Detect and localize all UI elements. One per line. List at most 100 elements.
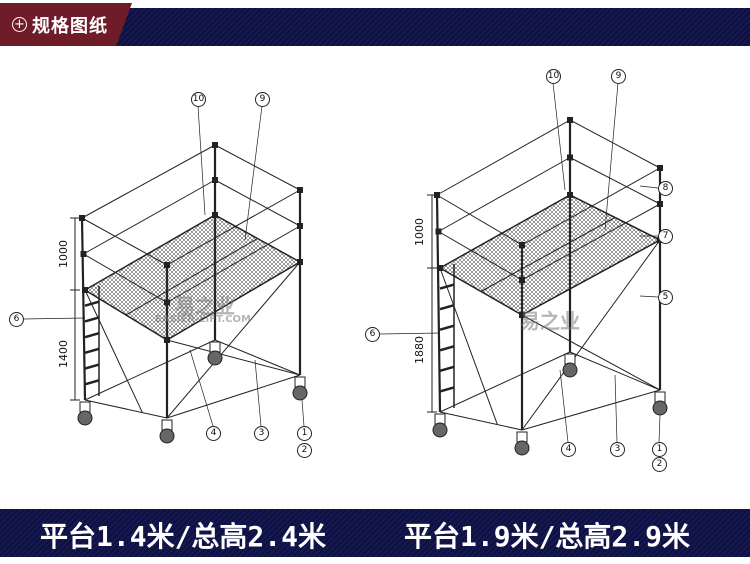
dimension-lower: 1400	[57, 340, 70, 368]
clamp	[567, 117, 573, 123]
ladder-rung	[84, 300, 100, 307]
callout-1: 1	[297, 426, 312, 441]
guard-rail	[569, 119, 661, 169]
callout-leader	[604, 82, 619, 231]
clamp	[297, 223, 303, 229]
ladder-rung	[439, 324, 455, 331]
guard-rail	[214, 144, 301, 191]
section-tab: + 规格图纸	[0, 3, 132, 46]
clamp	[519, 242, 525, 248]
clamp	[212, 142, 218, 148]
guard-rail	[436, 119, 571, 196]
clamp	[519, 277, 525, 283]
callout-leader	[378, 332, 441, 335]
callout-3: 3	[610, 442, 625, 457]
footer-band: 平台1.4米/总高2.4米 平台1.9米/总高2.9米	[0, 509, 750, 557]
callout-9: 9	[611, 69, 626, 84]
upright-post	[80, 217, 87, 401]
clamp	[437, 265, 443, 271]
callout-leader	[552, 82, 566, 191]
base-rail	[569, 351, 661, 391]
ladder-rung	[84, 379, 100, 386]
base-rail	[439, 411, 523, 431]
caster-wheel	[514, 440, 530, 456]
callout-leader	[189, 349, 214, 427]
callout-7: 7	[658, 229, 673, 244]
diagonal-brace	[521, 314, 661, 391]
callout-leader	[301, 399, 305, 427]
diagonal-brace	[84, 289, 143, 413]
base-rail	[521, 389, 661, 431]
plus-circle-icon: +	[12, 17, 27, 32]
clamp	[212, 177, 218, 183]
diagonal-brace	[521, 239, 661, 431]
caster-wheel	[652, 400, 668, 416]
diagonal-brace	[439, 267, 498, 425]
clamp	[164, 299, 170, 306]
watermark-url: EASIER-LIFT.COM	[155, 314, 251, 325]
ladder-rung	[439, 386, 455, 393]
caster-wheel	[77, 410, 93, 426]
mid-rail	[569, 157, 661, 205]
watermark-name: 易之业	[175, 294, 235, 318]
clamp	[79, 215, 85, 221]
callout-4: 4	[561, 442, 576, 457]
callout-4: 4	[206, 426, 221, 441]
callout-9: 9	[255, 92, 270, 107]
callout-10: 10	[191, 92, 206, 107]
section-title: 规格图纸	[32, 15, 108, 37]
caption-right: 平台1.9米/总高2.9米	[404, 520, 691, 553]
callout-leader	[244, 105, 263, 241]
caster-wheel	[562, 362, 578, 378]
callout-1: 1	[652, 442, 667, 457]
clamp	[82, 287, 88, 293]
clamp	[297, 259, 303, 265]
callout-leader	[197, 105, 206, 216]
watermark-name: 易之业	[520, 309, 580, 333]
callout-leader	[254, 359, 262, 427]
clamp	[567, 154, 573, 161]
callout-2: 2	[652, 457, 667, 472]
guard-rail	[81, 144, 216, 219]
mid-rail	[438, 157, 571, 232]
base-rail	[166, 374, 301, 419]
caster-wheel	[292, 385, 308, 401]
caster-wheel	[432, 422, 448, 438]
platform-hatch-line	[480, 217, 616, 292]
dimension-lower: 1880	[413, 336, 426, 364]
diagonal-brace	[166, 339, 301, 376]
mid-rail	[214, 179, 301, 227]
ladder-rung	[439, 365, 455, 373]
clamp	[657, 165, 663, 171]
ladder-rung	[84, 347, 100, 355]
ladder-rung	[84, 316, 100, 323]
clamp	[519, 312, 525, 318]
callout-6: 6	[9, 312, 24, 327]
callout-leader	[559, 369, 569, 443]
callout-6: 6	[365, 327, 380, 342]
base-rail	[84, 399, 168, 419]
diagonal-brace	[166, 261, 301, 419]
clamp	[567, 192, 573, 198]
clamp	[297, 187, 303, 193]
clamp	[657, 201, 663, 207]
dimension-upper: 1000	[413, 218, 426, 246]
clamp	[435, 228, 442, 235]
callout-10: 10	[546, 69, 561, 84]
callout-8: 8	[658, 181, 673, 196]
base-rail	[214, 339, 301, 376]
callout-leader	[658, 414, 661, 443]
ladder-rung	[439, 303, 455, 311]
callout-5: 5	[658, 290, 673, 305]
platform-hatch-line	[125, 238, 258, 316]
mid-rail	[83, 179, 216, 255]
callout-leader	[639, 185, 659, 189]
callout-leader	[22, 317, 86, 320]
base-rail	[439, 351, 571, 413]
ladder-rung	[439, 345, 455, 352]
clamp	[212, 212, 218, 218]
base-rail	[84, 339, 216, 401]
clamp	[164, 262, 170, 268]
dimension-upper: 1000	[57, 240, 70, 268]
